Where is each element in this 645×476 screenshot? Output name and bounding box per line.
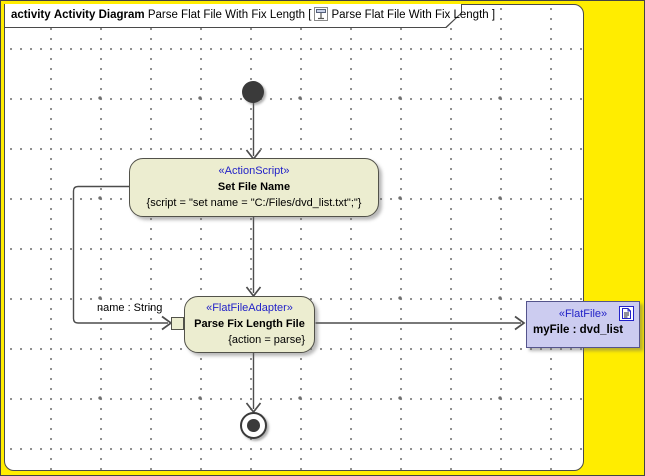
activity-diagram-icon [314, 7, 329, 30]
stereotype-label: «FlatFileAdapter» [206, 302, 293, 314]
object-name: myFile : dvd_list [533, 324, 624, 336]
action-parse-fix-length-file[interactable]: «FlatFileAdapter» Parse Fix Length File … [184, 296, 315, 353]
activity-frame [4, 4, 584, 471]
action-set-file-name[interactable]: «ActionScript» Set File Name {script = "… [129, 158, 379, 217]
object-flow-label[interactable]: name : String [97, 302, 163, 314]
frame-activity-name: Parse Flat File With Fix Length [ [147, 9, 312, 21]
action-name: Parse Fix Length File [194, 318, 305, 330]
final-node-dot [247, 419, 260, 432]
flatfile-document-icon [619, 306, 634, 324]
tab-fill [5, 4, 461, 27]
action-name: Set File Name [217, 181, 291, 193]
initial-node[interactable] [242, 81, 264, 103]
action-property: {action = parse} [228, 334, 305, 346]
action-property: {script = "set name = "C:/Files/dvd_list… [146, 197, 362, 209]
frame-label-tab[interactable]: activity Activity Diagram Parse Flat Fil… [4, 4, 495, 28]
frame-keyword: activity [11, 9, 51, 21]
object-node-myfile[interactable]: «FlatFile» myFile : dvd_list [526, 301, 640, 348]
input-pin[interactable] [171, 317, 184, 330]
activity-final-node[interactable] [240, 412, 267, 439]
stereotype-label: «ActionScript» [218, 165, 290, 177]
frame-label: activity Activity Diagram Parse Flat Fil… [11, 4, 495, 27]
stereotype-label: «FlatFile» [558, 308, 608, 320]
frame-diagram-type: Activity Diagram [53, 9, 145, 21]
frame-diagram-name: Parse Flat File With Fix Length ] [331, 9, 496, 21]
